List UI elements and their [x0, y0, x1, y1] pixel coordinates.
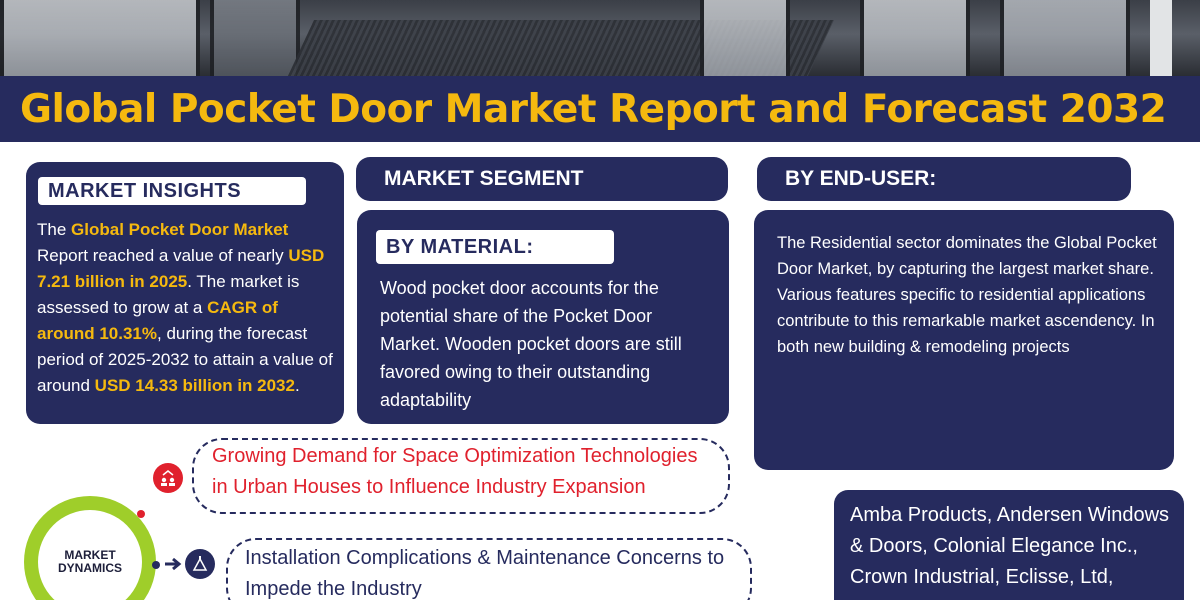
connector-dot	[137, 510, 145, 518]
restraint-text: Installation Complications & Maintenance…	[245, 547, 725, 600]
door-post	[1150, 0, 1172, 76]
dynamics-label-line2: DYNAMICS	[57, 561, 122, 575]
glass-pane	[1000, 0, 1130, 76]
insight-highlight-4: USD 14.33 billion in 2032	[94, 376, 295, 395]
end-user-label: BY END-USER:	[757, 157, 1131, 201]
market-insights-text: The Global Pocket Door Market Report rea…	[37, 217, 335, 399]
by-material-text: Wood pocket door accounts for the potent…	[380, 278, 682, 410]
key-players-text: Amba Products, Andersen Windows & Doors,…	[850, 504, 1170, 588]
driver-box	[192, 438, 730, 514]
market-segment-label: MARKET SEGMENT	[356, 157, 728, 201]
glass-pane	[860, 0, 970, 76]
barrier-icon	[185, 549, 215, 579]
insight-text-1: The	[37, 220, 72, 239]
market-insights-panel	[26, 162, 344, 424]
glass-pane	[210, 0, 300, 76]
hero-photo	[0, 0, 1200, 76]
by-material-label: BY MATERIAL:	[376, 230, 614, 264]
end-user-panel	[754, 210, 1174, 470]
insight-highlight-1: Global Pocket Door Market	[71, 220, 289, 239]
dynamics-label-line1: MARKET	[64, 548, 116, 562]
growth-icon	[153, 463, 183, 493]
end-user-text: The Residential sector dominates the Glo…	[777, 234, 1157, 356]
glass-pane	[700, 0, 790, 76]
dynamics-badge: MARKET DYNAMICS	[38, 510, 142, 600]
insight-text-5: .	[294, 376, 300, 395]
insight-highlight-2: USD 7.21 billion in 2025	[37, 246, 325, 291]
connector-dot	[152, 561, 160, 569]
arrow-icon	[165, 557, 183, 571]
driver-text: Growing Demand for Space Optimization Te…	[212, 445, 698, 498]
insight-text-4: , during the forecast period of 2025-203…	[37, 324, 333, 395]
key-players-panel	[834, 490, 1184, 600]
restraint-box	[226, 538, 752, 600]
glass-pane	[0, 0, 200, 76]
page-title: Global Pocket Door Market Report and For…	[20, 86, 1167, 132]
insight-text-2: Report reached a value of nearly	[37, 246, 289, 265]
title-bar: Global Pocket Door Market Report and For…	[0, 76, 1200, 142]
insight-text-3: . The market is assessed to grow at a	[37, 272, 300, 317]
market-insights-label: MARKET INSIGHTS	[38, 177, 306, 205]
insight-highlight-3: CAGR of around 10.31%	[37, 298, 278, 343]
